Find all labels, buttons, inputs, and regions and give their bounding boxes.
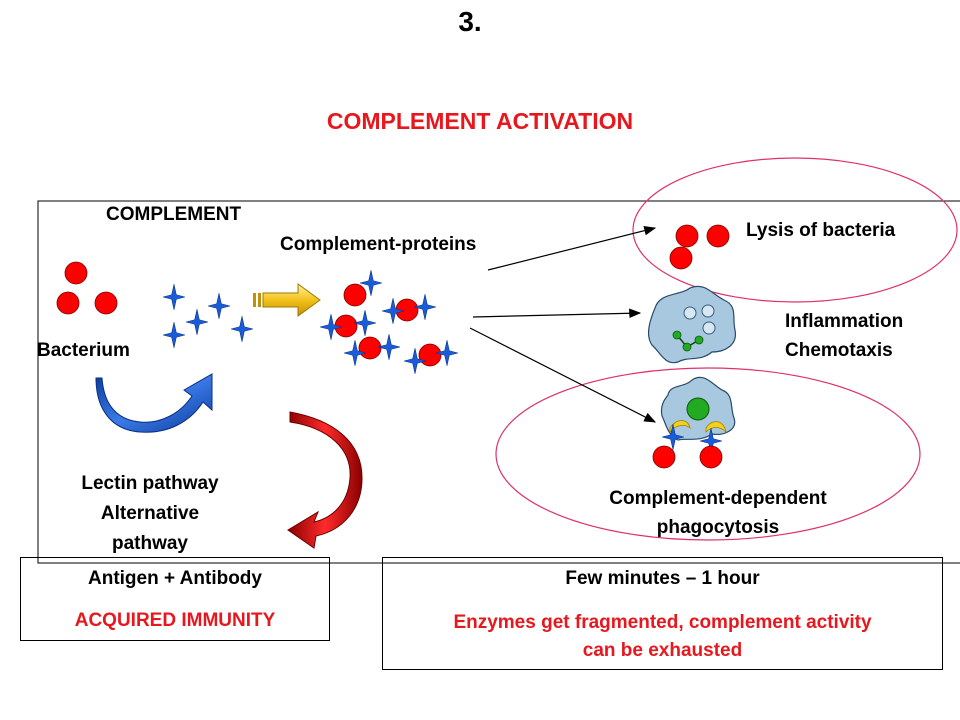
acquired-immunity-text: ACQUIRED IMMUNITY [74, 610, 276, 631]
phagocytosis-ellipse [495, 367, 921, 541]
lysed-bacteria-group [669, 224, 730, 270]
bacterium-label: Bacterium [37, 340, 130, 361]
complement-protein-icon [208, 293, 230, 319]
main-frame [37, 200, 960, 564]
bacterium-icon [652, 445, 676, 469]
lysis-ellipse [632, 157, 958, 303]
bacterium-icon [669, 246, 693, 270]
complement-protein-icon [414, 294, 436, 320]
phagocytosis-line2: phagocytosis [656, 517, 780, 538]
enzymes-text-line2: can be exhausted [582, 640, 743, 661]
phagocyte-icon [652, 376, 736, 469]
complement-protein-icon [436, 340, 458, 366]
duration-text: Few minutes – 1 hour [565, 568, 760, 589]
complement-proteins-group [163, 284, 253, 348]
arrow-to-phagocytosis [469, 327, 657, 423]
complement-protein-icon [231, 316, 253, 342]
lectin-pathway-label: Lectin pathway Alternative pathway [50, 469, 250, 559]
bacterium-icon [56, 291, 80, 315]
curved-red-arrow-icon [287, 411, 363, 549]
arrow-to-inflammation [472, 308, 642, 319]
bacterium-icon [418, 343, 442, 367]
bacterium-icon [675, 224, 699, 248]
complement-proteins-label: Complement-proteins [280, 234, 477, 255]
pathway-line: pathway [111, 533, 189, 554]
bacteria-group-left [56, 261, 118, 315]
antigen-antibody-text: Antigen + Antibody [88, 568, 262, 589]
alternative-line: Alternative [100, 503, 200, 524]
inflammatory-cell-icon [647, 285, 737, 364]
complement-protein-icon [354, 310, 376, 336]
complement-protein-icon [186, 309, 208, 335]
bacterium-icon [64, 261, 88, 285]
enzymes-text-line1: Enzymes get fragmented, complement activ… [453, 612, 872, 633]
complement-protein-icon [378, 334, 400, 360]
complement-protein-icon [163, 284, 185, 310]
bacterium-icon [343, 283, 367, 307]
chemotaxis-label: Chemotaxis [785, 340, 893, 361]
arrow-to-lysis [487, 225, 657, 271]
bacterium-icon [94, 291, 118, 315]
inflammation-label: Inflammation [785, 311, 904, 332]
complement-label: COMPLEMENT [106, 204, 242, 225]
duration-box: Few minutes – 1 hour Enzymes get fragmen… [382, 557, 943, 670]
curved-blue-arrow-icon [95, 373, 213, 433]
phagocytosis-line1: Complement-dependent [609, 488, 827, 509]
lectin-pathway-line: Lectin pathway [81, 473, 219, 494]
bacterium-icon [699, 445, 723, 469]
phagocytosis-label: Complement-dependent phagocytosis [540, 484, 896, 542]
opsonized-bacteria-group [320, 270, 458, 374]
complement-protein-icon [163, 322, 185, 348]
lysis-label: Lysis of bacteria [746, 220, 896, 241]
bacterium-icon [706, 224, 730, 248]
block-arrow-icon [253, 283, 321, 317]
bacterium-icon [358, 336, 382, 360]
page-title: COMPLEMENT ACTIVATION [326, 108, 634, 134]
acquired-immunity-box: Antigen + Antibody ACQUIRED IMMUNITY [20, 557, 330, 641]
slide-number: 3. [458, 6, 482, 37]
